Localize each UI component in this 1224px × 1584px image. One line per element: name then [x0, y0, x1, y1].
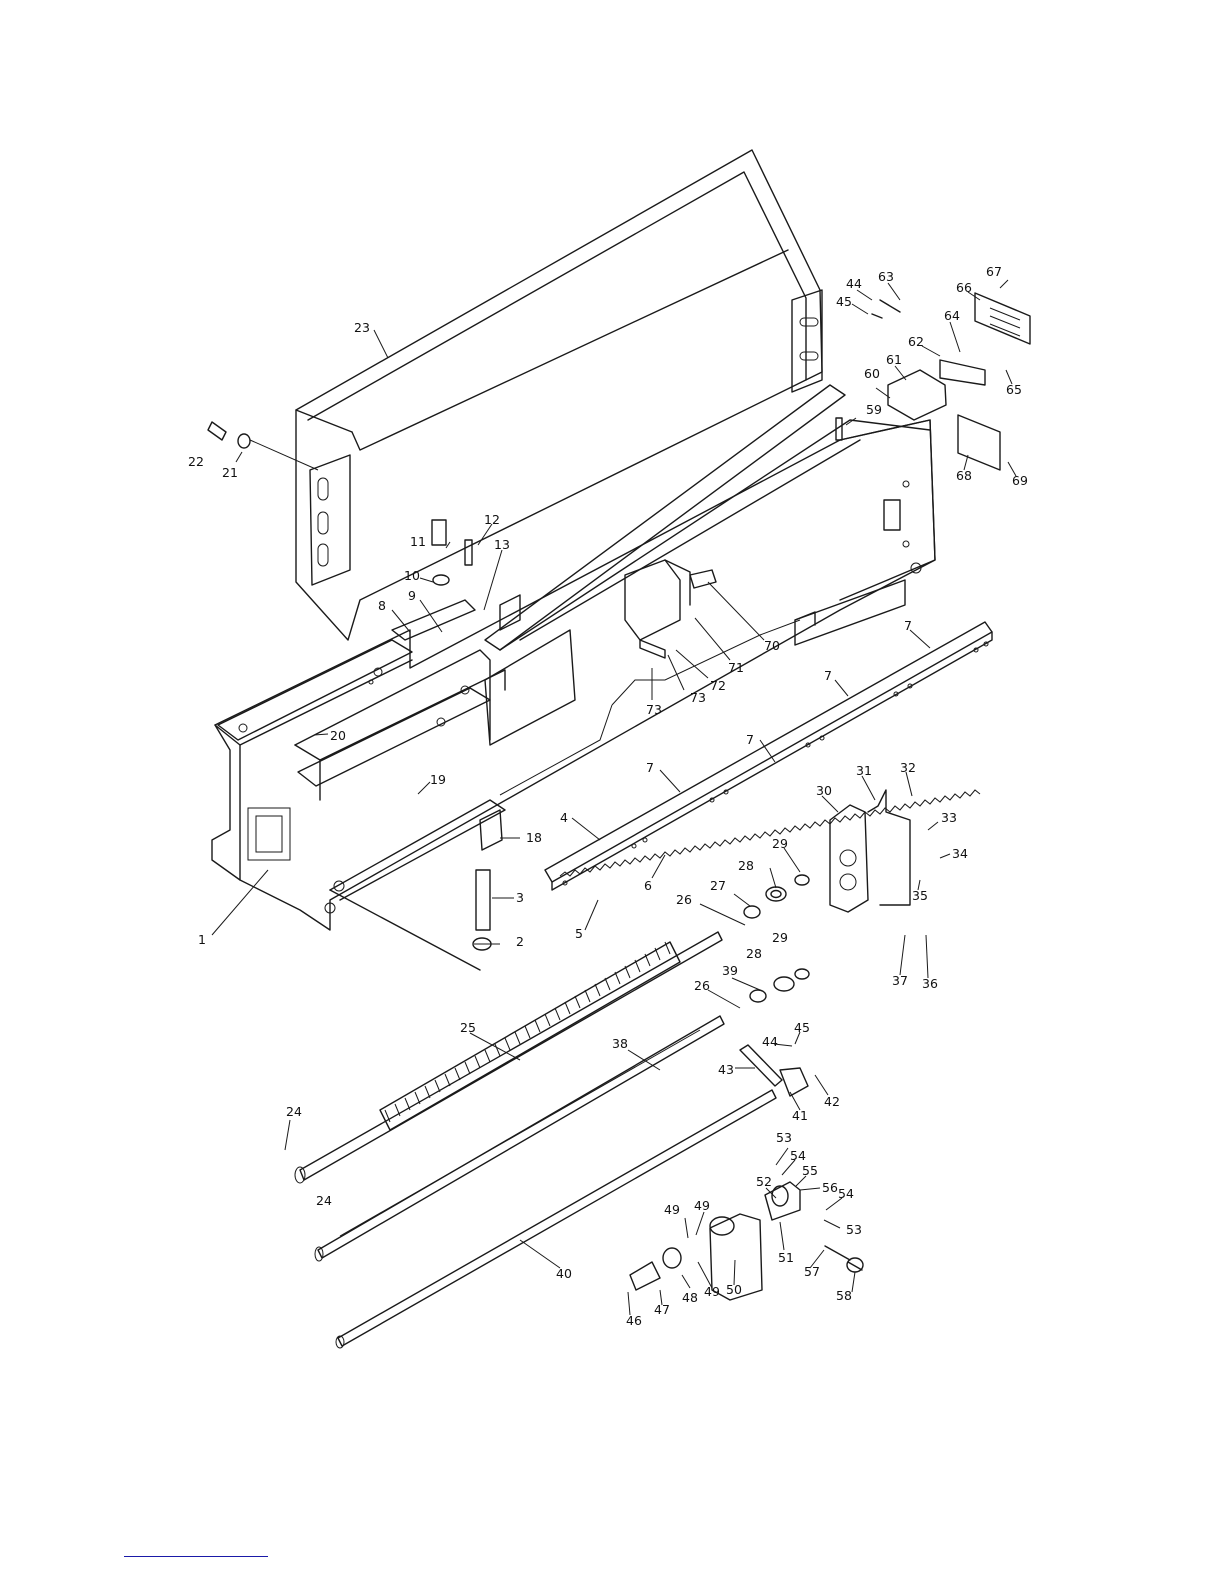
part-label: 12 [484, 512, 500, 527]
part-label: 71 [728, 660, 744, 675]
part-label: 67 [986, 264, 1002, 279]
part-label: 73 [646, 702, 662, 717]
part-label: 48 [682, 1290, 698, 1305]
part-label: 37 [892, 973, 908, 988]
part-label: 55 [802, 1163, 818, 1178]
part-label: 1 [198, 932, 206, 947]
machine-bed-drawing [208, 150, 1030, 1348]
part-label: 52 [756, 1174, 772, 1189]
part-label: 28 [738, 858, 754, 873]
part-label: 34 [952, 846, 968, 861]
part-label: 31 [856, 763, 872, 778]
part-label: 21 [222, 465, 238, 480]
part-label: 47 [654, 1302, 670, 1317]
part-label: 60 [864, 366, 880, 381]
leader-lines [212, 280, 1016, 1315]
part-label: 51 [778, 1250, 794, 1265]
part-label: 49 [664, 1202, 680, 1217]
footnote-rule [124, 1556, 268, 1557]
part-label: 28 [746, 946, 762, 961]
part-label: 8 [378, 598, 386, 613]
part-label: 20 [330, 728, 346, 743]
part-label: 42 [824, 1094, 840, 1109]
part-label: 58 [836, 1288, 852, 1303]
part-label: 10 [404, 568, 420, 583]
part-label: 49 [694, 1198, 710, 1213]
part-labels: 1 2 3 4 5 6 7 7 7 7 8 9 10 11 12 13 18 1… [188, 264, 1028, 1328]
part-label: 44 [846, 276, 862, 291]
part-label: 23 [354, 320, 370, 335]
part-label: 68 [956, 468, 972, 483]
part-label: 45 [794, 1020, 810, 1035]
part-label: 65 [1006, 382, 1022, 397]
part-label: 29 [772, 836, 788, 851]
part-label: 24 [286, 1104, 302, 1119]
part-label: 59 [866, 402, 882, 417]
part-label: 35 [912, 888, 928, 903]
part-label: 7 [824, 668, 832, 683]
part-label: 24 [316, 1193, 332, 1208]
part-label: 45 [836, 294, 852, 309]
part-label: 5 [575, 926, 583, 941]
part-label: 39 [722, 963, 738, 978]
part-label: 25 [460, 1020, 476, 1035]
part-label: 53 [846, 1222, 862, 1237]
part-label: 40 [556, 1266, 572, 1281]
part-label: 69 [1012, 473, 1028, 488]
part-label: 32 [900, 760, 916, 775]
part-label: 54 [790, 1148, 806, 1163]
part-label: 6 [644, 878, 652, 893]
part-label: 13 [494, 537, 510, 552]
part-label: 11 [410, 534, 426, 549]
part-label: 2 [516, 934, 524, 949]
part-label: 26 [694, 978, 710, 993]
part-label: 43 [718, 1062, 734, 1077]
part-label: 3 [516, 890, 524, 905]
part-label: 54 [838, 1186, 854, 1201]
part-label: 49 [704, 1284, 720, 1299]
part-label: 30 [816, 783, 832, 798]
part-label: 46 [626, 1313, 642, 1328]
part-label: 73 [690, 690, 706, 705]
part-label: 41 [792, 1108, 808, 1123]
part-label: 50 [726, 1282, 742, 1297]
part-label: 66 [956, 280, 972, 295]
part-label: 4 [560, 810, 568, 825]
part-label: 56 [822, 1180, 838, 1195]
part-label: 64 [944, 308, 960, 323]
part-label: 62 [908, 334, 924, 349]
part-label: 53 [776, 1130, 792, 1145]
part-label: 7 [646, 760, 654, 775]
part-label: 22 [188, 454, 204, 469]
part-label: 57 [804, 1264, 820, 1279]
part-label: 61 [886, 352, 902, 367]
part-label: 29 [772, 930, 788, 945]
part-label: 44 [762, 1034, 778, 1049]
part-label: 63 [878, 269, 894, 284]
part-label: 9 [408, 588, 416, 603]
part-label: 7 [904, 618, 912, 633]
part-label: 7 [746, 732, 754, 747]
part-label: 72 [710, 678, 726, 693]
part-label: 70 [764, 638, 780, 653]
part-label: 38 [612, 1036, 628, 1051]
part-label: 33 [941, 810, 957, 825]
part-label: 26 [676, 892, 692, 907]
part-label: 18 [526, 830, 542, 845]
part-label: 36 [922, 976, 938, 991]
part-label: 19 [430, 772, 446, 787]
part-label: 27 [710, 878, 726, 893]
